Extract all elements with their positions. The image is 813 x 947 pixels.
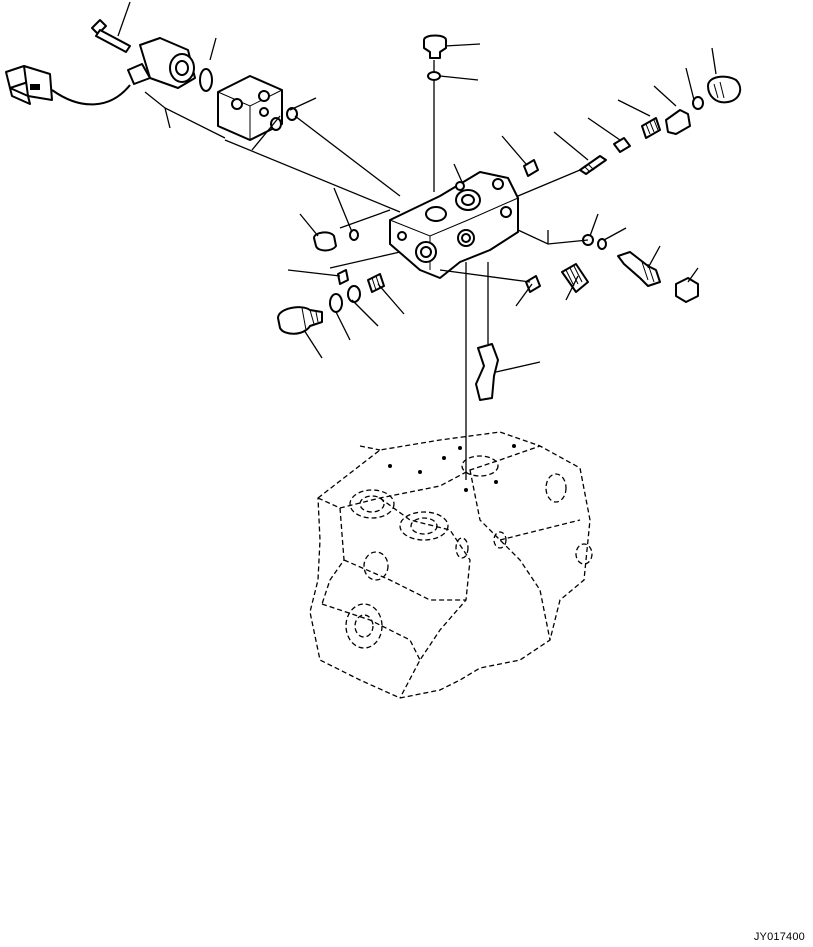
- poppet: [579, 155, 607, 175]
- spool-right: [613, 137, 631, 153]
- plug-right-top: [707, 75, 742, 104]
- o-ring-top: [427, 71, 441, 81]
- mounting-bolt: [91, 19, 131, 53]
- set-screw: [523, 159, 539, 177]
- electrical-connector: [5, 65, 53, 105]
- small-plug-left: [337, 269, 349, 285]
- top-plug: [423, 34, 447, 59]
- figure-code: JY017400: [753, 931, 805, 943]
- o-ring-adapter-1: [270, 117, 282, 131]
- relief-plug-left: [277, 306, 323, 335]
- wire-harness: [51, 84, 131, 106]
- pump-housing: [309, 431, 593, 699]
- plug-left: [313, 231, 337, 252]
- o-ring-right: [597, 238, 607, 250]
- o-ring-left-lower: [329, 293, 343, 313]
- control-valve-body: [389, 171, 519, 279]
- o-ring-solenoid: [199, 68, 213, 92]
- o-ring-left: [349, 229, 359, 241]
- sleeve: [665, 109, 691, 135]
- leader-lines: [117, 1, 717, 373]
- lever-bracket: [475, 343, 499, 401]
- solenoid-valve: [127, 37, 196, 89]
- washer-left: [347, 285, 361, 303]
- spring-left: [367, 273, 385, 293]
- spring-right-lower: [561, 263, 589, 293]
- o-ring-adapter-2: [286, 107, 298, 121]
- spring-right: [641, 117, 661, 139]
- locknut: [675, 277, 699, 303]
- adapter-block: [217, 75, 283, 141]
- o-ring-right-top: [692, 96, 704, 110]
